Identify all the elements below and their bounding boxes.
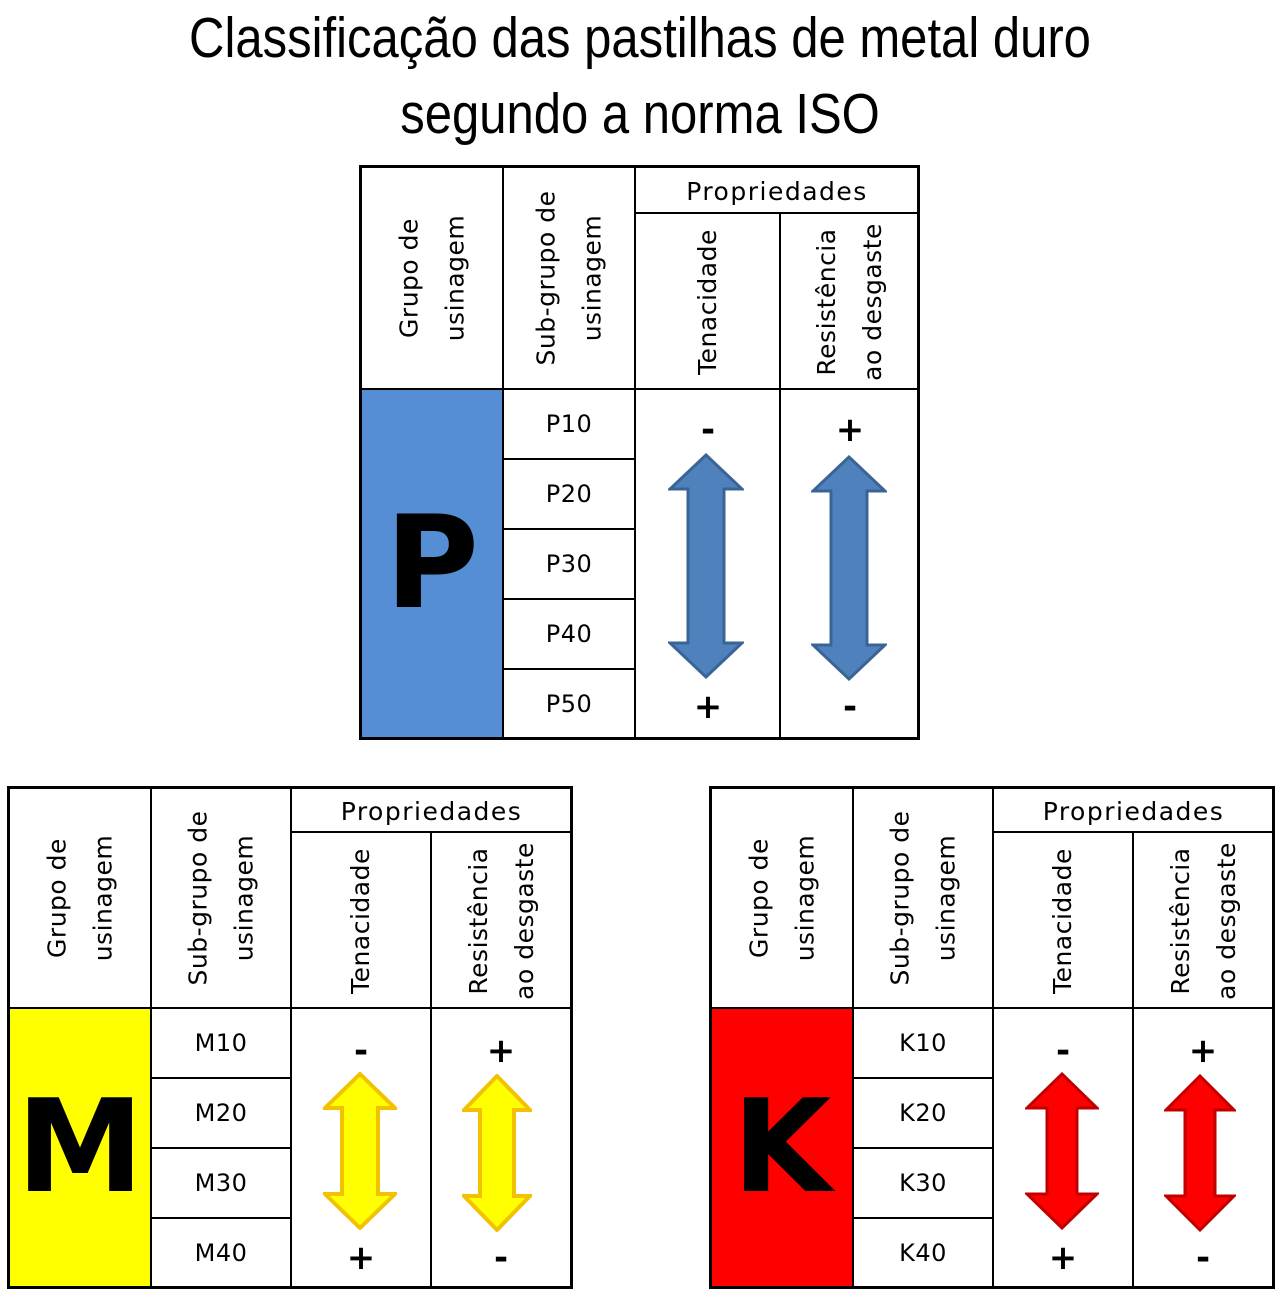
subgroup-cell: P10 [545, 410, 593, 438]
page-title-line-1: Classificação das pastilhas de metal dur… [189, 6, 1091, 70]
toughness-top-sign: - [700, 410, 716, 450]
header-subgroup: Sub-grupo de usinagem [885, 810, 960, 986]
subgroup-cell: K10 [899, 1029, 947, 1057]
header-toughness: Tenacidade [692, 229, 722, 375]
double-arrow-icon [811, 455, 887, 681]
group-cell-k: K [712, 1009, 852, 1286]
wear-bottom-sign: - [842, 687, 858, 727]
header-properties: Propriedades [686, 176, 868, 206]
wear-top-sign: + [486, 1031, 516, 1071]
subgroup-cell: K20 [899, 1099, 947, 1127]
header-wear-resistance: Resistência ao desgaste [463, 842, 539, 1000]
subgroup-cell: M20 [194, 1099, 248, 1127]
header-properties: Propriedades [1042, 796, 1225, 826]
double-arrow-icon [1025, 1072, 1099, 1230]
subgroup-cell: P50 [545, 689, 593, 718]
header-group: Grupo de usinagem [394, 214, 469, 342]
group-cell-m: M [10, 1009, 150, 1286]
subgroup-cell: K30 [899, 1169, 947, 1197]
toughness-bottom-sign: + [693, 687, 723, 727]
wear-top-sign: + [1188, 1031, 1218, 1071]
double-arrow-icon [1164, 1074, 1236, 1232]
header-group: Grupo de usinagem [744, 834, 819, 962]
subgroup-cell: M30 [194, 1169, 248, 1197]
wear-top-sign: + [835, 410, 865, 450]
header-properties: Propriedades [340, 796, 523, 826]
double-arrow-icon [668, 453, 744, 679]
toughness-bottom-sign: + [1048, 1238, 1078, 1278]
iso-table-m: Grupo de usinagem Sub-grupo de usinagem … [7, 786, 573, 1289]
wear-bottom-sign: - [493, 1238, 509, 1278]
subgroup-cell: K40 [899, 1238, 947, 1267]
group-cell-p: P [362, 390, 502, 737]
header-subgroup: Sub-grupo de usinagem [531, 190, 606, 366]
double-arrow-icon [323, 1072, 397, 1230]
header-toughness: Tenacidade [1048, 848, 1078, 994]
subgroup-cell: P40 [545, 620, 593, 648]
page-title-line-2: segundo a norma ISO [400, 82, 880, 146]
toughness-bottom-sign: + [346, 1238, 376, 1278]
double-arrow-icon [462, 1074, 532, 1232]
header-toughness: Tenacidade [346, 848, 376, 994]
iso-table-p: Grupo de usinagem Sub-grupo de usinagem … [359, 165, 920, 740]
header-wear-resistance: Resistência ao desgaste [1165, 842, 1241, 1000]
wear-bottom-sign: - [1195, 1238, 1211, 1278]
toughness-top-sign: - [353, 1031, 369, 1071]
header-wear-resistance: Resistência ao desgaste [811, 223, 887, 381]
toughness-top-sign: - [1055, 1031, 1071, 1071]
header-subgroup: Sub-grupo de usinagem [183, 810, 258, 986]
subgroup-cell: P20 [545, 480, 593, 508]
header-group: Grupo de usinagem [42, 834, 117, 962]
subgroup-cell: P30 [545, 550, 593, 578]
iso-table-k: Grupo de usinagem Sub-grupo de usinagem … [709, 786, 1275, 1289]
subgroup-cell: M10 [194, 1029, 248, 1057]
subgroup-cell: M40 [194, 1238, 248, 1267]
